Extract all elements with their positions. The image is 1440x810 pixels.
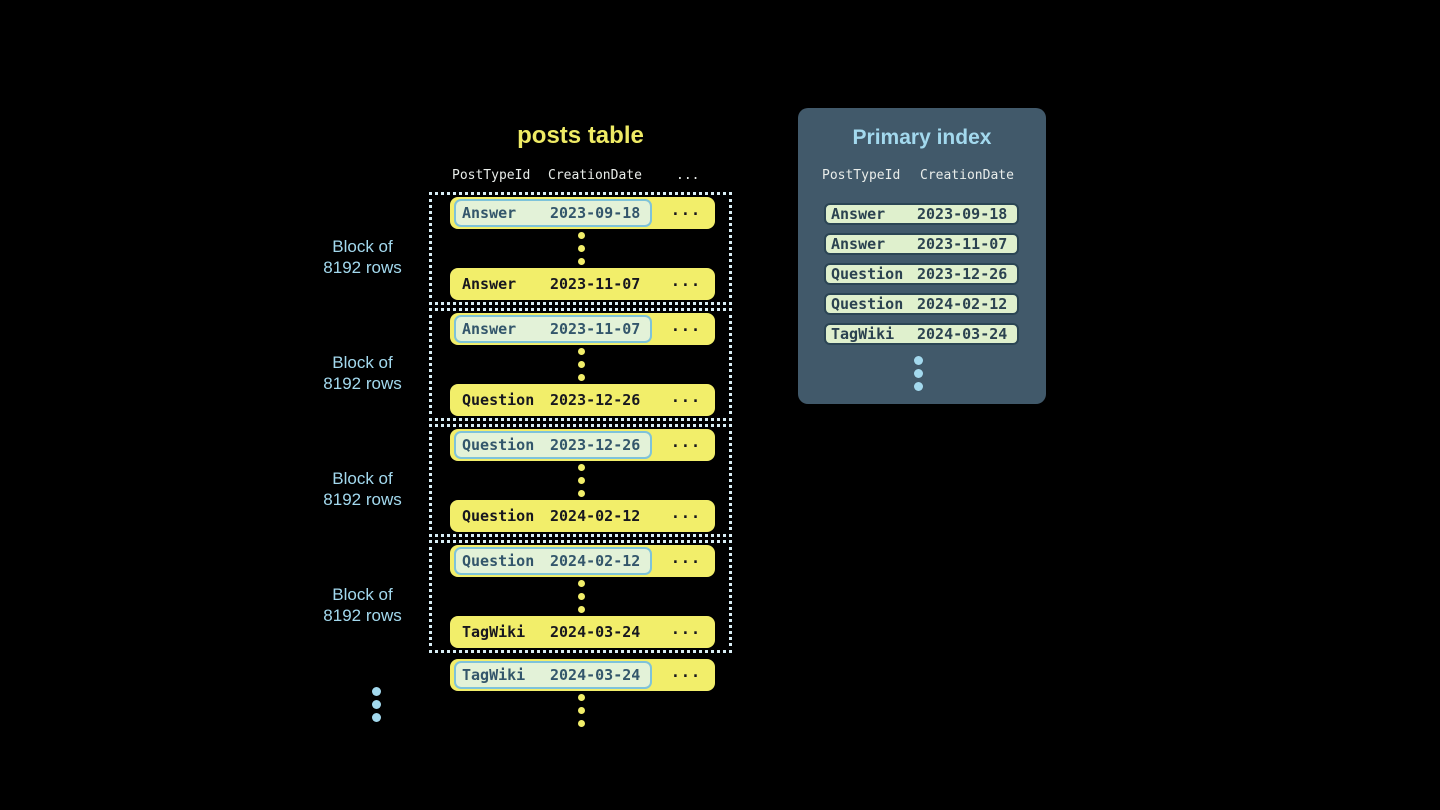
primary-index-title: Primary index [852,126,992,149]
blocks-continue-dots-icon [372,687,381,722]
posttypeid-cell: Answer [462,320,517,338]
ellipsis-dots-icon [578,232,585,265]
block-size-label: Block of 8192 rows [323,353,402,393]
posttypeid-cell: Answer [831,205,886,223]
creationdate-cell: 2023-11-07 [550,275,641,293]
block-first-row: Question 2023-12-26 ... [450,429,715,461]
block-size-label: Block of 8192 rows [323,469,402,509]
creationdate-cell: 2023-11-07 [550,320,641,338]
posts-header-posttypeid: PostTypeId [452,168,531,183]
posts-header-creationdate: CreationDate [548,168,642,183]
index-entry: TagWiki 2024-03-24 [824,323,1019,345]
block-last-row: Question 2024-02-12 ... [450,500,715,532]
row-more-columns: ... [670,201,701,219]
index-continues-dots-icon [914,356,923,391]
block-last-row: Question 2023-12-26 ... [450,384,715,416]
storage-block-4: Question 2024-02-12 ... TagWiki 2024-03-24… [429,540,732,653]
block-first-row: Question 2024-02-12 ... [450,545,715,577]
block-first-row: Answer 2023-11-07 ... [450,313,715,345]
row-more-columns: ... [670,433,701,451]
block-first-row: Answer 2023-09-18 ... [450,197,715,229]
index-entry: Question 2023-12-26 [824,263,1019,285]
row-more-columns: ... [670,549,701,567]
posts-header-more-columns: ... [676,168,700,183]
creationdate-cell: 2023-09-18 [917,205,1008,223]
posttypeid-cell: Answer [462,204,517,222]
creationdate-cell: 2023-11-07 [917,235,1008,253]
row-more-columns: ... [670,272,701,290]
row-more-columns: ... [670,663,701,681]
indexed-row-highlight: Question 2024-02-12 [454,547,652,575]
index-entry: Answer 2023-09-18 [824,203,1019,225]
storage-block-1: Answer 2023-09-18 ... Answer 2023-11-07 ..… [429,192,732,305]
creationdate-cell: 2024-02-12 [550,552,641,570]
posttypeid-cell: TagWiki [462,666,526,684]
indexed-row-highlight: Answer 2023-11-07 [454,315,652,343]
posttypeid-cell: Question [462,552,535,570]
storage-block-2: Answer 2023-11-07 ... Question 2023-12-26 … [429,308,732,421]
posttypeid-cell: Question [831,265,904,283]
posts-table-title: posts table [517,122,644,149]
creationdate-cell: 2023-12-26 [550,436,641,454]
index-entry: Question 2024-02-12 [824,293,1019,315]
posttypeid-cell: TagWiki [462,623,526,641]
creationdate-cell: 2023-12-26 [550,391,641,409]
creationdate-cell: 2023-12-26 [917,265,1008,283]
creationdate-cell: 2024-03-24 [550,666,641,684]
posttypeid-cell: Question [462,436,535,454]
block-last-row: Answer 2023-11-07 ... [450,268,715,300]
row-more-columns: ... [670,388,701,406]
block-last-row: TagWiki 2024-03-24 ... [450,616,715,648]
posttypeid-cell: TagWiki [831,325,895,343]
row-more-columns: ... [670,317,701,335]
block-size-label: Block of 8192 rows [323,237,402,277]
row-more-columns: ... [670,504,701,522]
table-continues-dots-icon [578,694,585,727]
index-header-posttypeid: PostTypeId [822,168,901,183]
block-size-label: Block of 8192 rows [323,585,402,625]
creationdate-cell: 2024-03-24 [917,325,1008,343]
primary-index-panel: Primary index PostTypeId CreationDate An… [798,108,1046,404]
posttypeid-cell: Question [462,391,535,409]
indexed-row-highlight: TagWiki 2024-03-24 [454,661,652,689]
next-block-first-row: TagWiki 2024-03-24 ... [450,659,715,691]
creationdate-cell: 2023-09-18 [550,204,641,222]
creationdate-cell: 2024-03-24 [550,623,641,641]
ellipsis-dots-icon [578,348,585,381]
posttypeid-cell: Question [462,507,535,525]
index-entry: Answer 2023-11-07 [824,233,1019,255]
index-header-creationdate: CreationDate [920,168,1014,183]
posttypeid-cell: Question [831,295,904,313]
creationdate-cell: 2024-02-12 [550,507,641,525]
ellipsis-dots-icon [578,580,585,613]
indexed-row-highlight: Answer 2023-09-18 [454,199,652,227]
ellipsis-dots-icon [578,464,585,497]
posttypeid-cell: Answer [462,275,517,293]
indexed-row-highlight: Question 2023-12-26 [454,431,652,459]
storage-block-3: Question 2023-12-26 ... Question 2024-02-1… [429,424,732,537]
posttypeid-cell: Answer [831,235,886,253]
row-more-columns: ... [670,620,701,638]
creationdate-cell: 2024-02-12 [917,295,1008,313]
